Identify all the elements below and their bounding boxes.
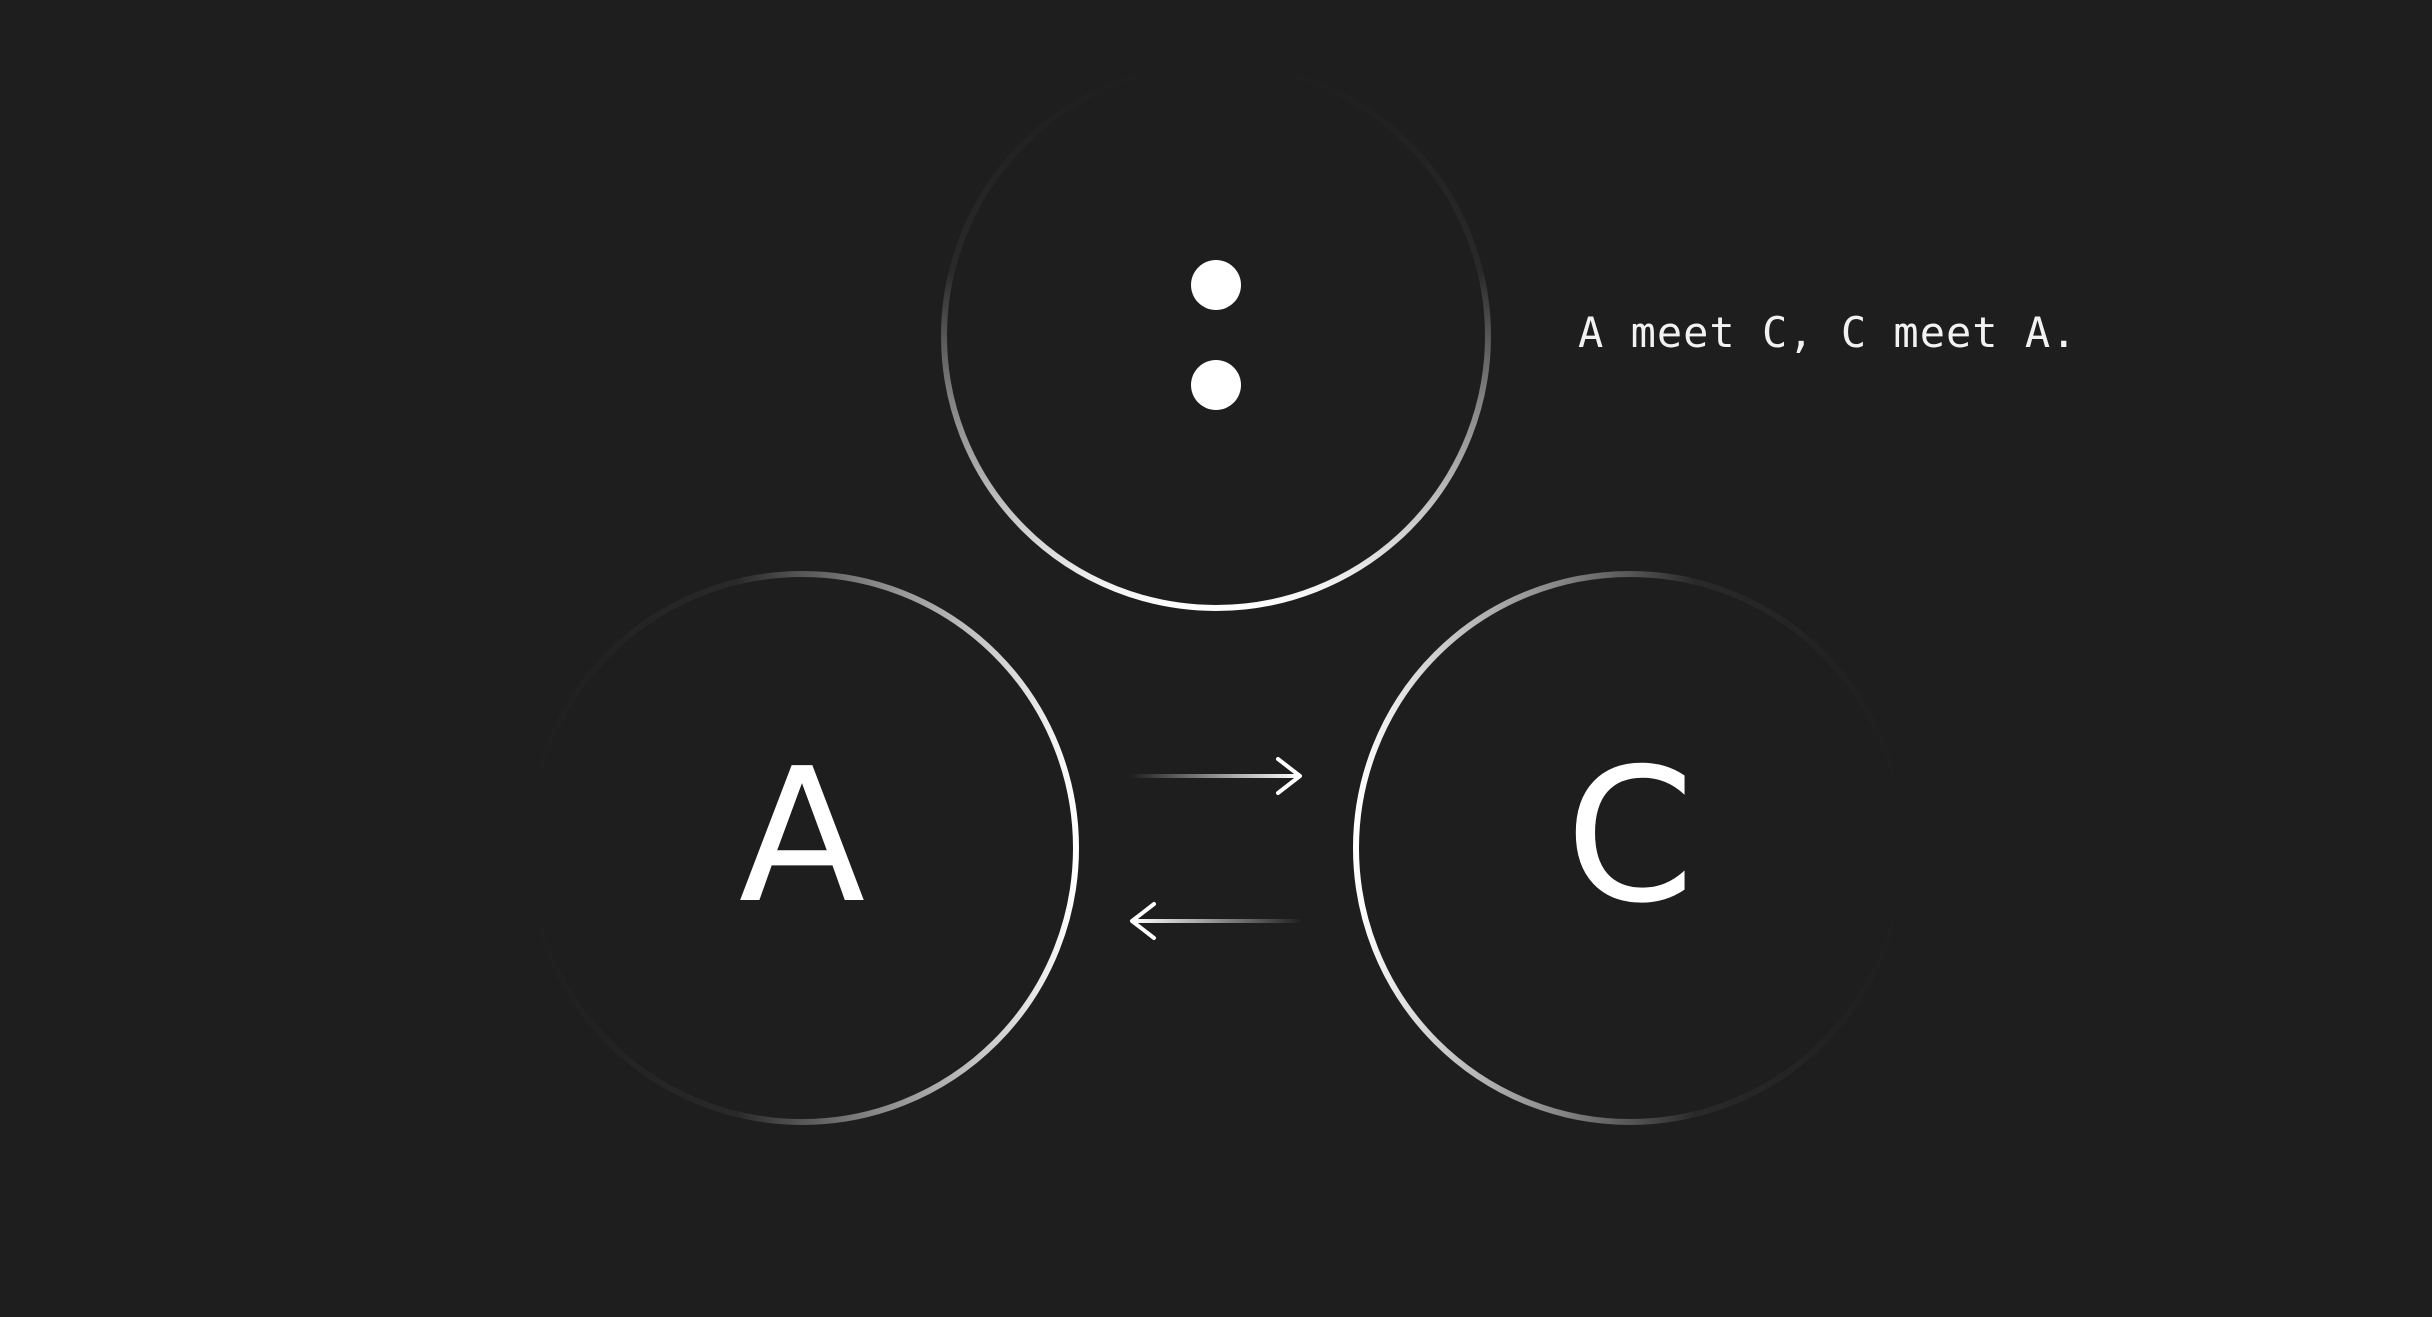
arrow-c-to-a (1130, 902, 1302, 940)
node-top-ring (941, 61, 1491, 611)
node-c: C (1353, 571, 1907, 1125)
node-a-label: A (739, 728, 866, 944)
arrow-c-to-a-line (1134, 919, 1302, 923)
node-top (941, 61, 1491, 611)
arrow-c-to-a-head (1130, 902, 1156, 940)
caption-text: A meet C, C meet A. (1578, 308, 2078, 357)
node-c-label: C (1565, 728, 1694, 944)
node-a: A (525, 571, 1079, 1125)
arrow-a-to-c-line (1130, 774, 1298, 778)
node-c-ring (1353, 571, 1907, 1125)
arrow-a-to-c (1130, 757, 1302, 795)
node-a-ring (525, 571, 1079, 1125)
colon-dot-lower (1191, 360, 1241, 410)
colon-dot-upper (1191, 260, 1241, 310)
arrow-a-to-c-head (1276, 757, 1302, 795)
